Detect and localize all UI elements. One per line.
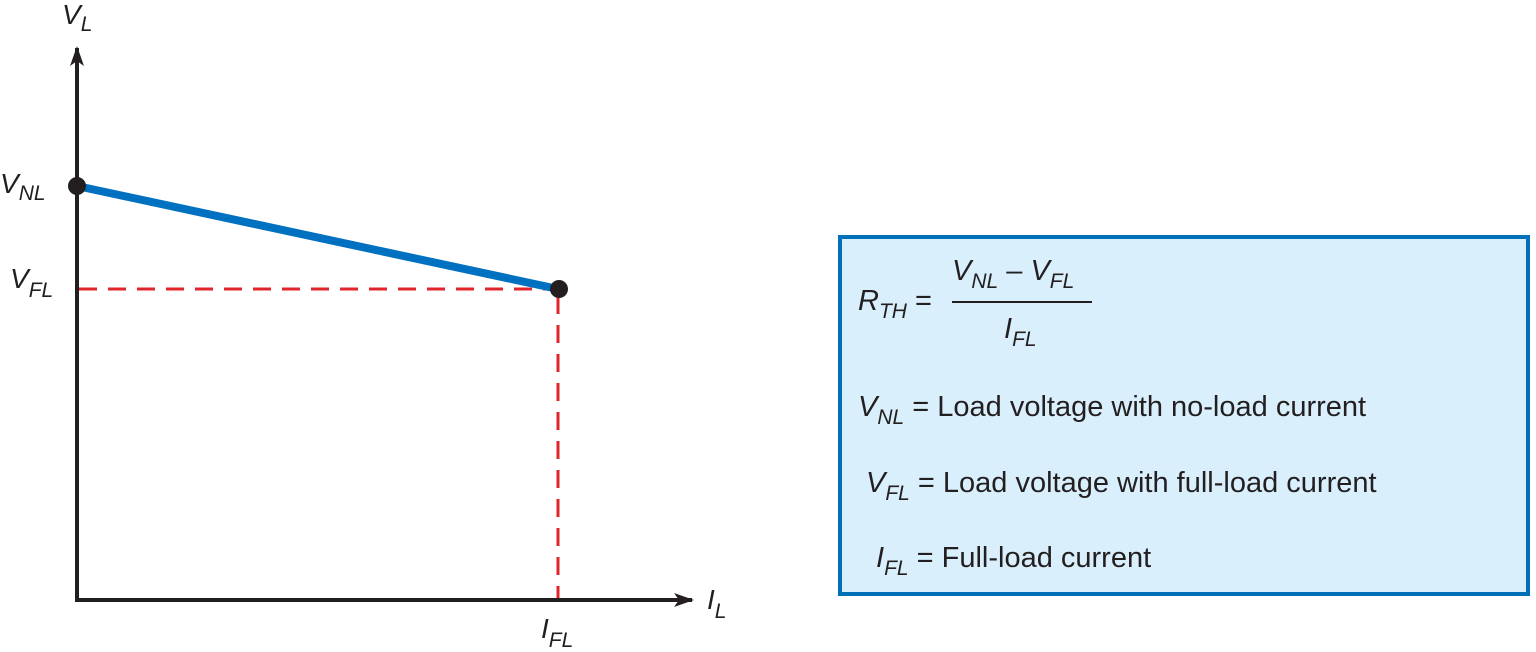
load-line (76, 182, 559, 293)
definition-ifl: IFL = Full-load current (876, 542, 1152, 580)
definition-vnl: VNL = Load voltage with no-load current (858, 391, 1367, 429)
x-axis-label: IL (707, 584, 726, 623)
formula-denominator: IFL (1004, 313, 1037, 351)
ifl-label: IFL (541, 613, 573, 652)
formula-box: RTH = VNL – VFL IFL VNL = Load voltage w… (838, 235, 1530, 596)
full-load-point (550, 280, 568, 298)
rth-label: RTH = (858, 285, 932, 323)
y-axis-label: VL (62, 0, 92, 36)
vfl-label: VFL (10, 263, 53, 302)
definition-vfl: VFL = Load voltage with full-load curren… (866, 467, 1377, 505)
vnl-label: VNL (0, 168, 46, 205)
no-load-point (68, 177, 86, 195)
fraction-bar (952, 301, 1092, 303)
formula-numerator: VNL – VFL (952, 255, 1075, 293)
